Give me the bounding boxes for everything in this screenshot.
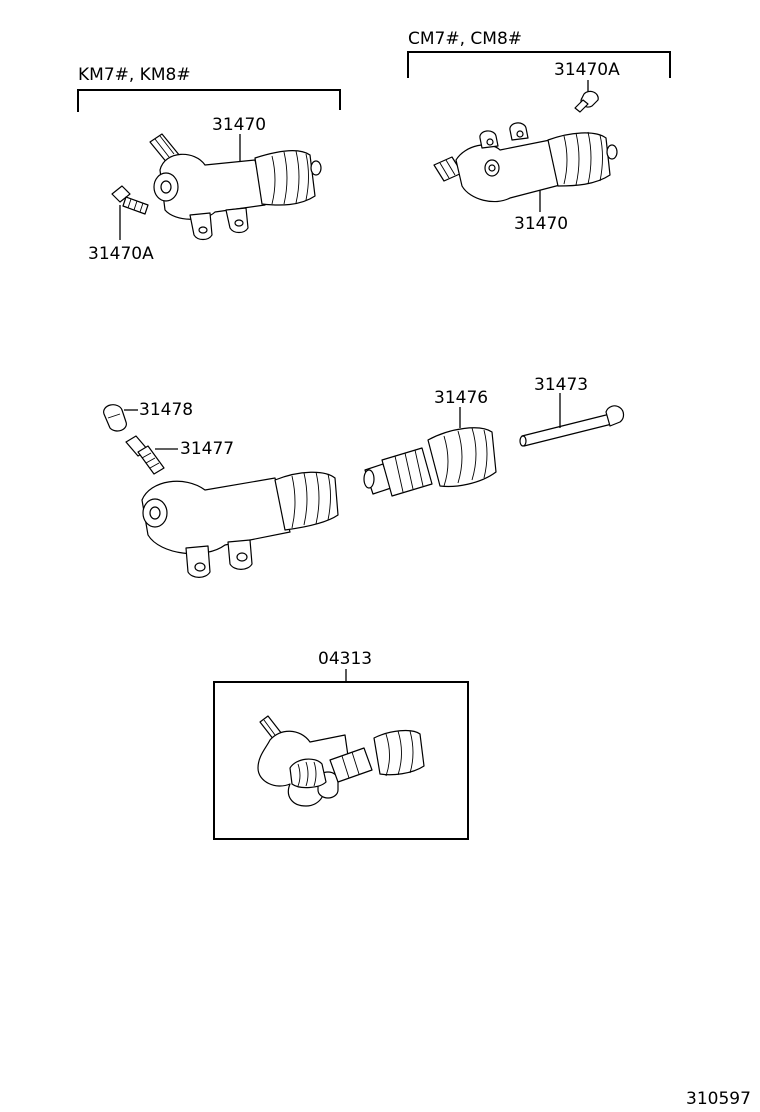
group-cm-bracket — [407, 51, 671, 78]
illustration-number: 310597 — [686, 1089, 751, 1109]
callout-km-cylinder: 31470 — [212, 115, 266, 135]
callout-push-rod: 31473 — [534, 375, 588, 395]
bolt-km[interactable] — [111, 185, 149, 215]
callout-bleeder-plug: 31477 — [180, 439, 234, 459]
group-cm-label: CM7#, CM8# — [408, 29, 522, 49]
repair-kit-box — [213, 681, 469, 840]
repair-kit: 04313 — [213, 649, 469, 840]
bolt-cm[interactable] — [574, 90, 599, 113]
group-km: KM7#, KM8# 31470 31470 — [77, 65, 341, 264]
repair-kit-contents[interactable] — [257, 715, 425, 807]
group-cm: CM7#, CM8# 31470A 31470 — [407, 29, 671, 234]
cylinder-body[interactable] — [141, 471, 339, 579]
slave-cylinder-cm[interactable] — [433, 122, 618, 203]
bleeder-plug[interactable] — [125, 435, 165, 475]
callout-bleeder-cap: 31478 — [139, 400, 193, 420]
exploded-view: 31478 31477 — [103, 375, 625, 579]
group-km-label: KM7#, KM8# — [78, 65, 191, 85]
bleeder-cap[interactable] — [103, 404, 127, 432]
callout-cm-cylinder: 31470 — [514, 214, 568, 234]
push-rod[interactable] — [519, 405, 625, 447]
callout-repair-kit: 04313 — [318, 649, 372, 669]
group-km-bracket — [77, 89, 341, 112]
callout-km-bolt: 31470A — [88, 244, 154, 264]
callout-piston: 31476 — [434, 388, 488, 408]
slave-cylinder-km[interactable] — [149, 133, 322, 241]
callout-cm-bolt: 31470A — [554, 60, 620, 80]
piston-assembly[interactable] — [363, 427, 497, 497]
